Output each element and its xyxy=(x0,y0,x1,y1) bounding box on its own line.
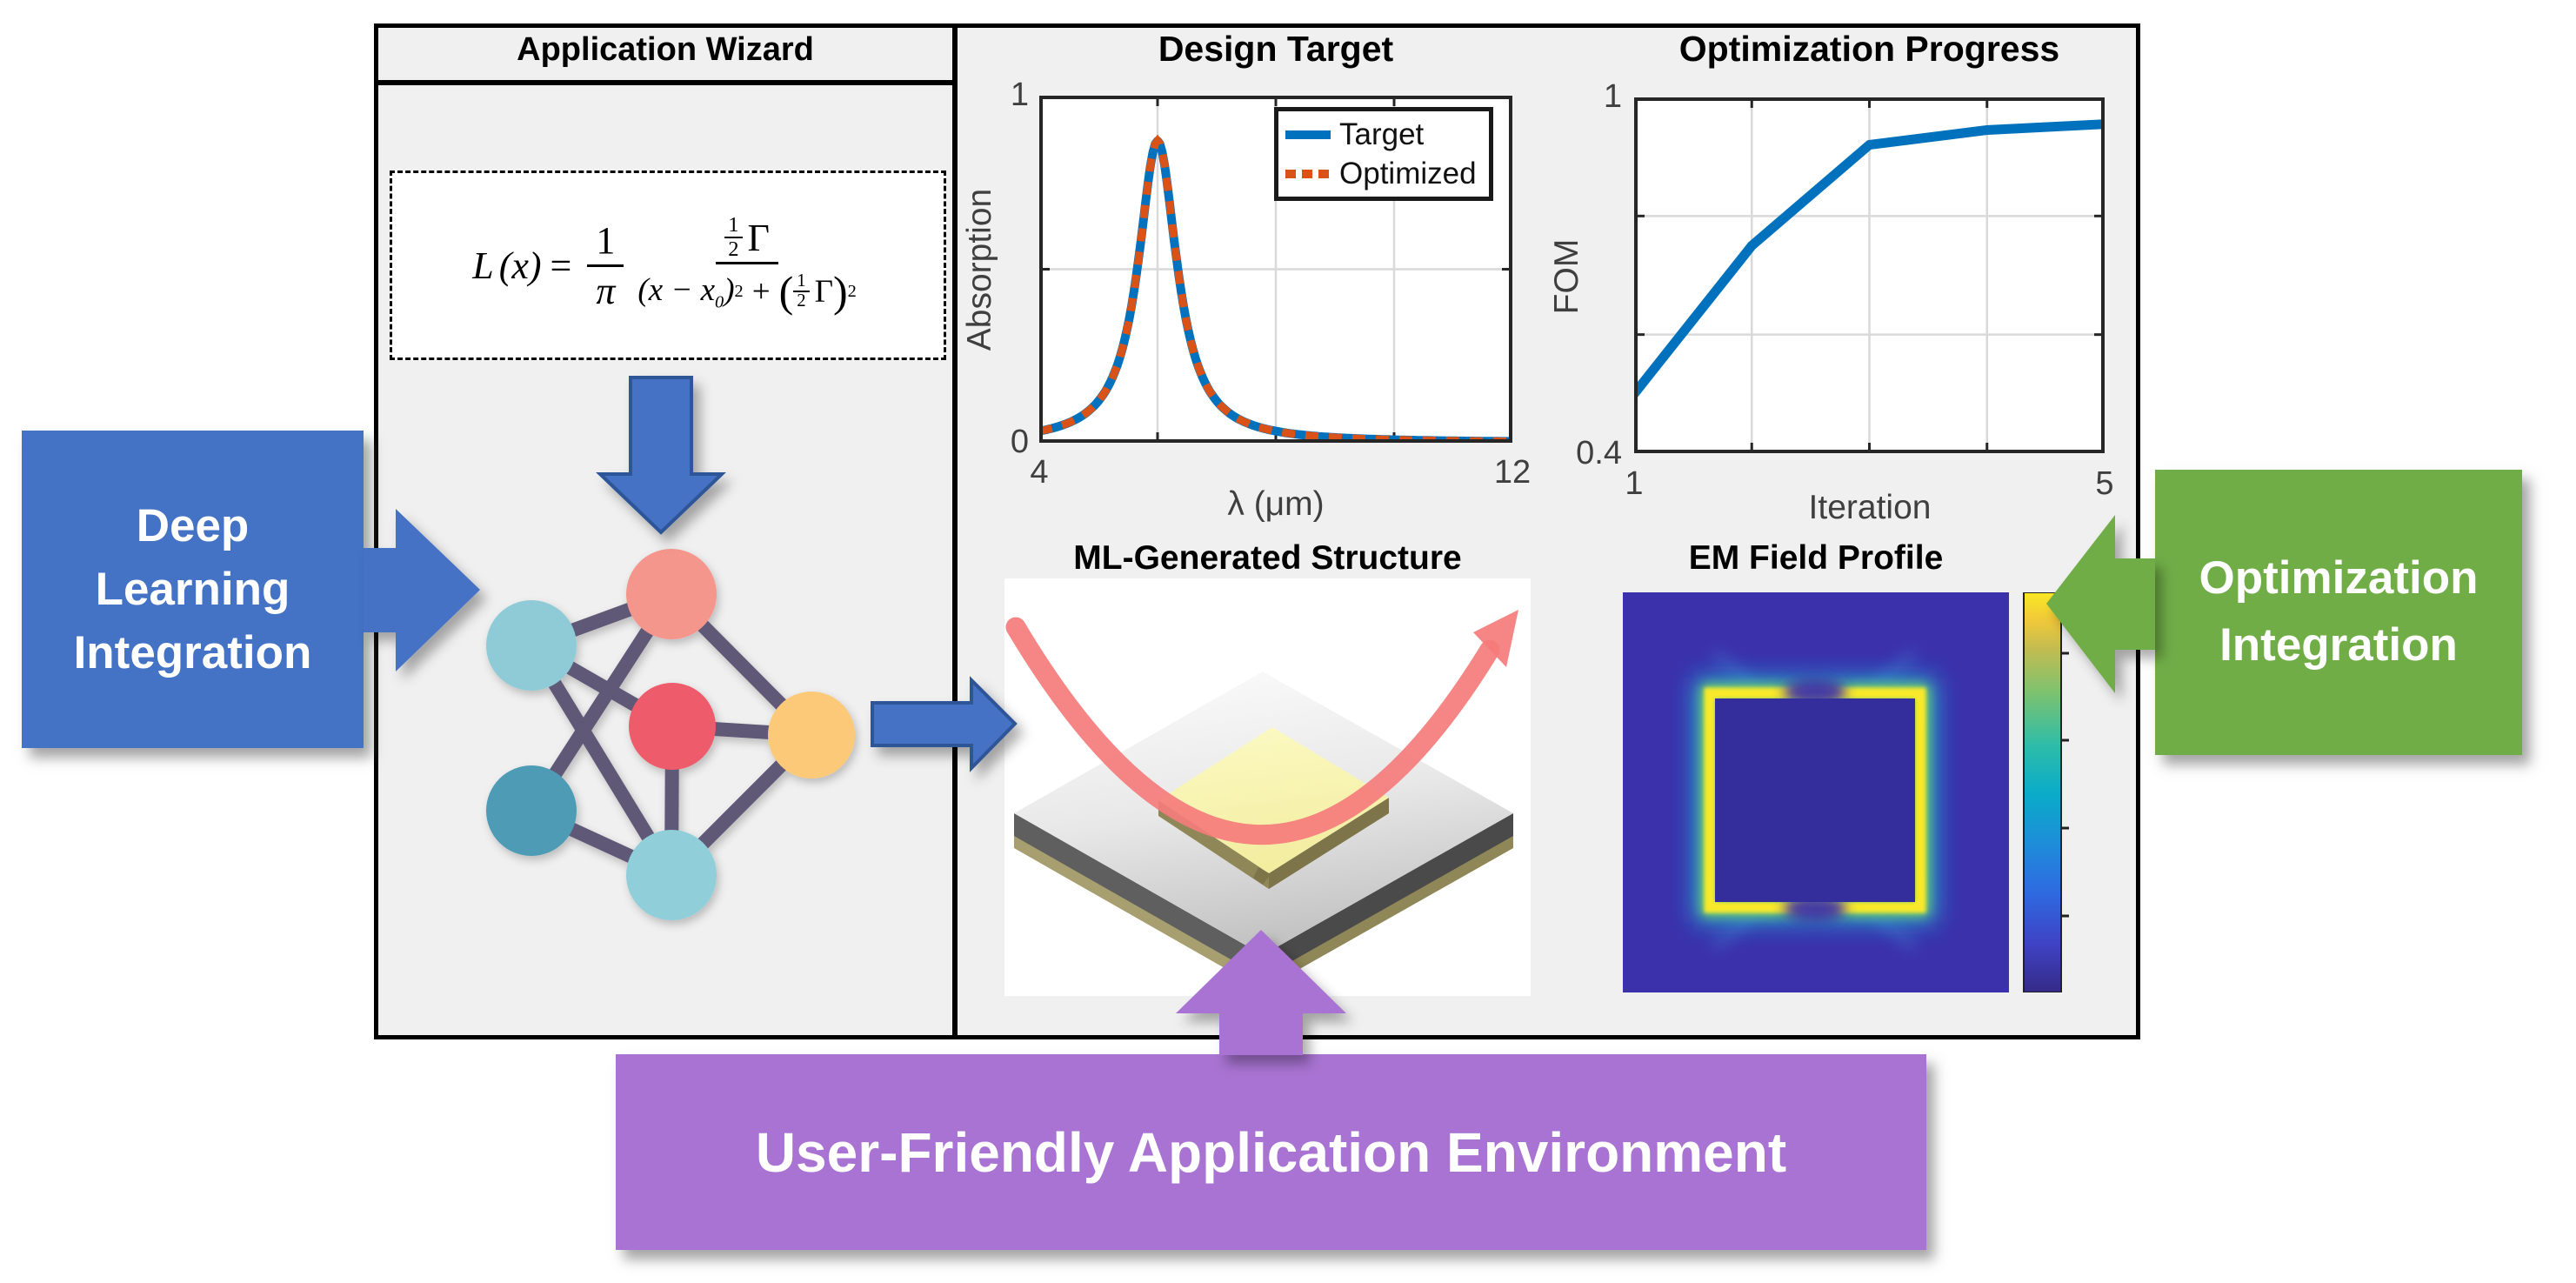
formula-one-over-pi: 1 π xyxy=(587,218,624,313)
optimization-progress-plot xyxy=(1634,97,2105,453)
em-resonator-square xyxy=(1715,698,1915,902)
half-fraction: 1 2 xyxy=(724,213,743,261)
deep-learning-callout: Deep Learning Integration xyxy=(22,431,364,748)
design-xtick-12: 12 xyxy=(1493,454,1532,491)
opt-ylabel: FOM xyxy=(1548,238,1585,315)
em-colorbar xyxy=(2023,592,2062,992)
opt-xtick-5: 5 xyxy=(2095,465,2114,502)
deep-learning-line3: Integration xyxy=(73,627,312,679)
design-legend: Target Optimized xyxy=(1274,107,1493,201)
light-ray-arrowhead xyxy=(1473,610,1518,667)
optimization-line1: Optimization xyxy=(2199,552,2479,605)
opt-ytick-04: 0.4 xyxy=(1576,435,1622,471)
design-ytick-0: 0 xyxy=(1010,424,1029,460)
user-friendly-callout: User-Friendly Application Environment xyxy=(616,1054,1926,1250)
legend-row-optimized: Optimized xyxy=(1285,157,1482,191)
wizard-title: Application Wizard xyxy=(517,31,814,68)
design-ytick-1: 1 xyxy=(1010,77,1029,113)
opt-xlabel: Iteration xyxy=(1808,489,1932,526)
optimization-line2: Integration xyxy=(2219,619,2458,671)
design-xtick-4: 4 xyxy=(1030,454,1049,491)
deep-learning-line1: Deep xyxy=(136,499,250,551)
design-xlabel: λ (μm) xyxy=(1227,485,1325,523)
legend-label-optimized: Optimized xyxy=(1339,156,1477,190)
design-ylabel: Absorption xyxy=(961,188,998,351)
light-ray-curve xyxy=(1005,617,1500,845)
optimized-line-swatch xyxy=(1285,169,1331,178)
formula-arg: (x) xyxy=(498,244,542,287)
ml-structure-image xyxy=(1004,578,1531,996)
legend-row-target: Target xyxy=(1285,117,1482,152)
patch-side-right xyxy=(1269,798,1389,889)
em-colorbar-ticks xyxy=(2061,652,2069,918)
formula-main-fraction: 1 2 Γ (x − x0)2 + ( 1 2 Γ )2 xyxy=(637,212,857,317)
em-field-image xyxy=(1623,592,2069,992)
lorentzian-formula: L (x) = 1 π 1 2 Γ (x − x0)2 + ( 1 2 xyxy=(390,170,946,360)
ml-structure-title: ML-Generated Structure xyxy=(1073,539,1462,577)
em-field-title: EM Field Profile xyxy=(1688,539,1944,577)
optimization-progress-title: Optimization Progress xyxy=(1678,29,2060,69)
opt-xtick-1: 1 xyxy=(1625,465,1644,502)
target-line-swatch xyxy=(1285,130,1331,139)
deep-learning-line2: Learning xyxy=(95,563,290,615)
optimization-callout: Optimization Integration xyxy=(2155,470,2522,755)
formula-lhs: L xyxy=(472,244,494,287)
panel-divider xyxy=(952,28,958,1035)
design-target-title: Design Target xyxy=(1158,29,1394,69)
patch-notch xyxy=(1253,867,1271,885)
opt-ytick-1: 1 xyxy=(1603,78,1622,115)
wizard-header-underline xyxy=(378,80,958,85)
user-friendly-label: User-Friendly Application Environment xyxy=(755,1120,1787,1184)
legend-label-target: Target xyxy=(1339,117,1425,151)
formula-equals: = xyxy=(550,244,572,287)
